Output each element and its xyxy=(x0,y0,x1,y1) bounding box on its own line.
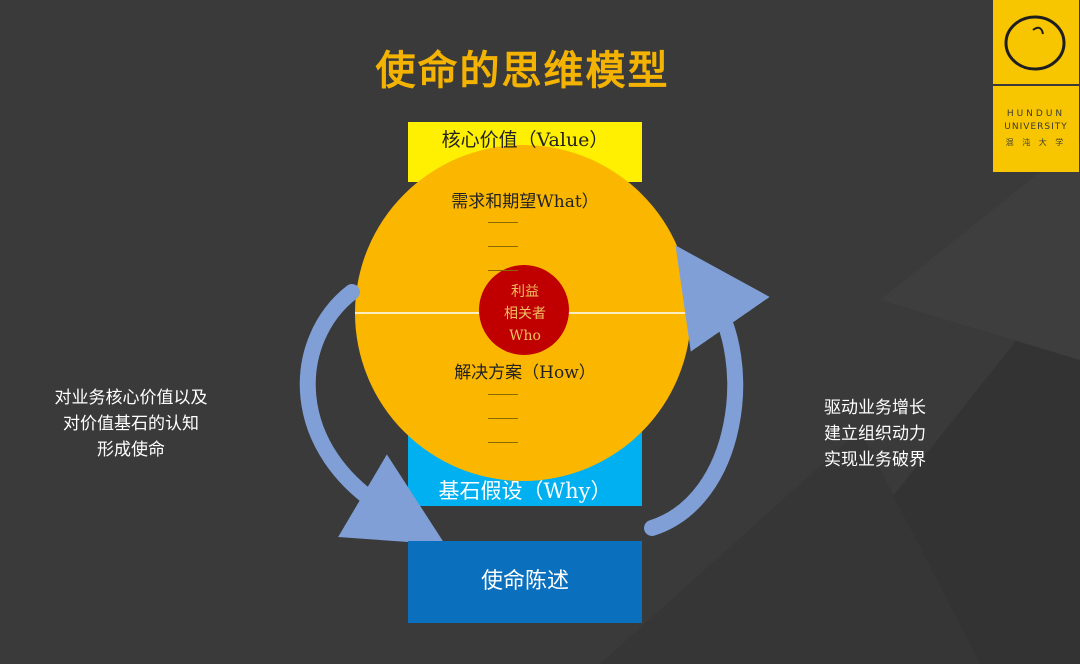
how-line-3 xyxy=(488,442,518,443)
hundun-logo: HUNDUN UNIVERSITY 混 沌 大 学 xyxy=(993,0,1079,172)
left-line-1: 对业务核心价值以及 xyxy=(54,388,208,408)
what-line-3 xyxy=(488,270,518,271)
who-line-1: 利益 xyxy=(511,284,539,300)
stakeholder-core xyxy=(479,265,569,355)
what-line-2 xyxy=(488,246,518,247)
left-arrow xyxy=(299,284,446,545)
right-line-3: 实现业务破界 xyxy=(824,450,926,470)
right-description: 驱动业务增长 建立组织动力 实现业务破界 xyxy=(790,395,960,473)
how-label: 解决方案（How） xyxy=(454,363,596,383)
logo-mark xyxy=(993,0,1079,84)
right-line-1: 驱动业务增长 xyxy=(824,398,926,418)
who-label: 利益 相关者 Who xyxy=(480,281,570,347)
logo-line-1: HUNDUN xyxy=(1006,109,1066,119)
left-description: 对业务核心价值以及 对价值基石的认知 形成使命 xyxy=(20,385,242,463)
mission-statement-box: 使命陈述 xyxy=(408,541,642,623)
ring-icon xyxy=(1004,15,1066,71)
page-title: 使命的思维模型 xyxy=(375,48,670,94)
what-label: 需求和期望What） xyxy=(451,192,599,212)
logo-line-3: 混 沌 大 学 xyxy=(1005,138,1067,147)
left-line-3: 形成使命 xyxy=(97,440,165,460)
right-line-2: 建立组织动力 xyxy=(824,424,926,444)
what-line-1 xyxy=(488,222,518,223)
left-line-2: 对价值基石的认知 xyxy=(63,414,199,434)
who-line-2: 相关者 xyxy=(504,306,546,322)
logo-line-2: UNIVERSITY xyxy=(1004,122,1068,132)
right-arrow xyxy=(644,245,770,536)
why-label: 基石假设（Why） xyxy=(438,479,612,503)
logo-wordmark xyxy=(993,86,1079,172)
how-line-1 xyxy=(488,394,518,395)
who-line-3: Who xyxy=(509,328,541,344)
how-line-2 xyxy=(488,418,518,419)
value-label: 核心价值（Value） xyxy=(441,129,609,151)
